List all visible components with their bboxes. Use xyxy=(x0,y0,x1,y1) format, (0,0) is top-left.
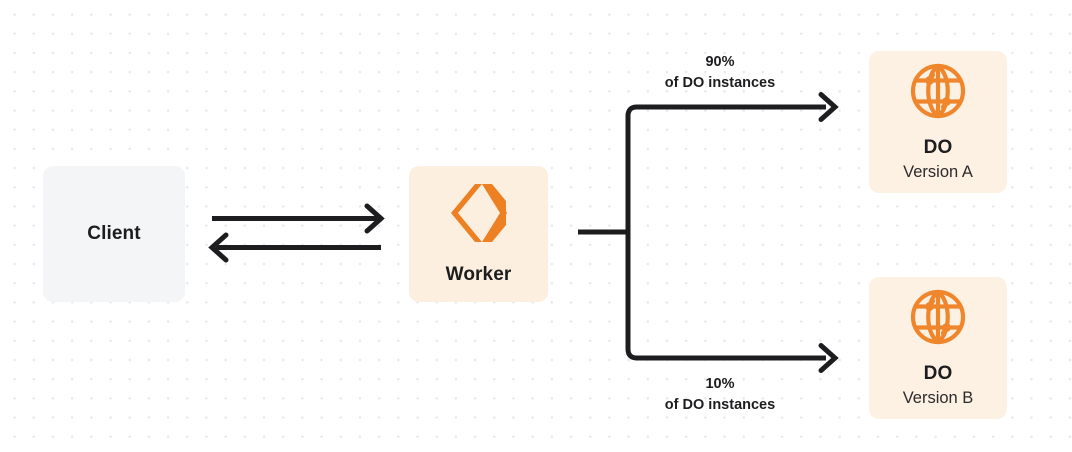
node-do-version-a: DO Version A xyxy=(869,51,1007,193)
edge-branch-to-do-b-arrowhead xyxy=(818,343,839,373)
edge-worker-to-client xyxy=(208,232,381,263)
edge-label-do-a: 90% of DO instances xyxy=(608,52,832,94)
node-do-a-sublabel: Version A xyxy=(903,162,973,181)
edge-branch-to-do-a-arrowhead xyxy=(818,92,839,122)
durable-object-globe-icon xyxy=(909,62,967,125)
cloudflare-workers-icon xyxy=(448,181,510,250)
node-do-b-sublabel: Version B xyxy=(902,388,974,407)
node-client-label: Client xyxy=(87,222,141,244)
edge-label-do-b-percent: 10% xyxy=(705,376,735,392)
edge-label-do-b: 10% of DO instances xyxy=(608,374,832,416)
node-do-a-label: DO xyxy=(923,136,953,158)
edge-label-do-a-caption: of DO instances xyxy=(664,75,776,92)
node-do-version-b: DO Version B xyxy=(869,277,1007,419)
edge-client-to-worker xyxy=(212,203,385,234)
edge-client-to-worker-arrowhead xyxy=(364,203,385,234)
node-worker: Worker xyxy=(409,166,548,302)
edge-worker-to-client-arrowhead xyxy=(208,232,229,263)
edge-branch-to-do-b-line xyxy=(625,232,826,361)
edge-label-do-b-caption: of DO instances xyxy=(664,397,776,414)
edge-label-do-a-percent: 90% xyxy=(705,54,735,70)
node-worker-label: Worker xyxy=(445,264,512,286)
node-client: Client xyxy=(43,166,185,302)
node-do-b-label: DO xyxy=(923,362,953,384)
edge-branch-to-do-a-line xyxy=(625,104,826,232)
durable-object-globe-icon xyxy=(909,288,967,351)
edge-split-bus xyxy=(625,104,826,361)
